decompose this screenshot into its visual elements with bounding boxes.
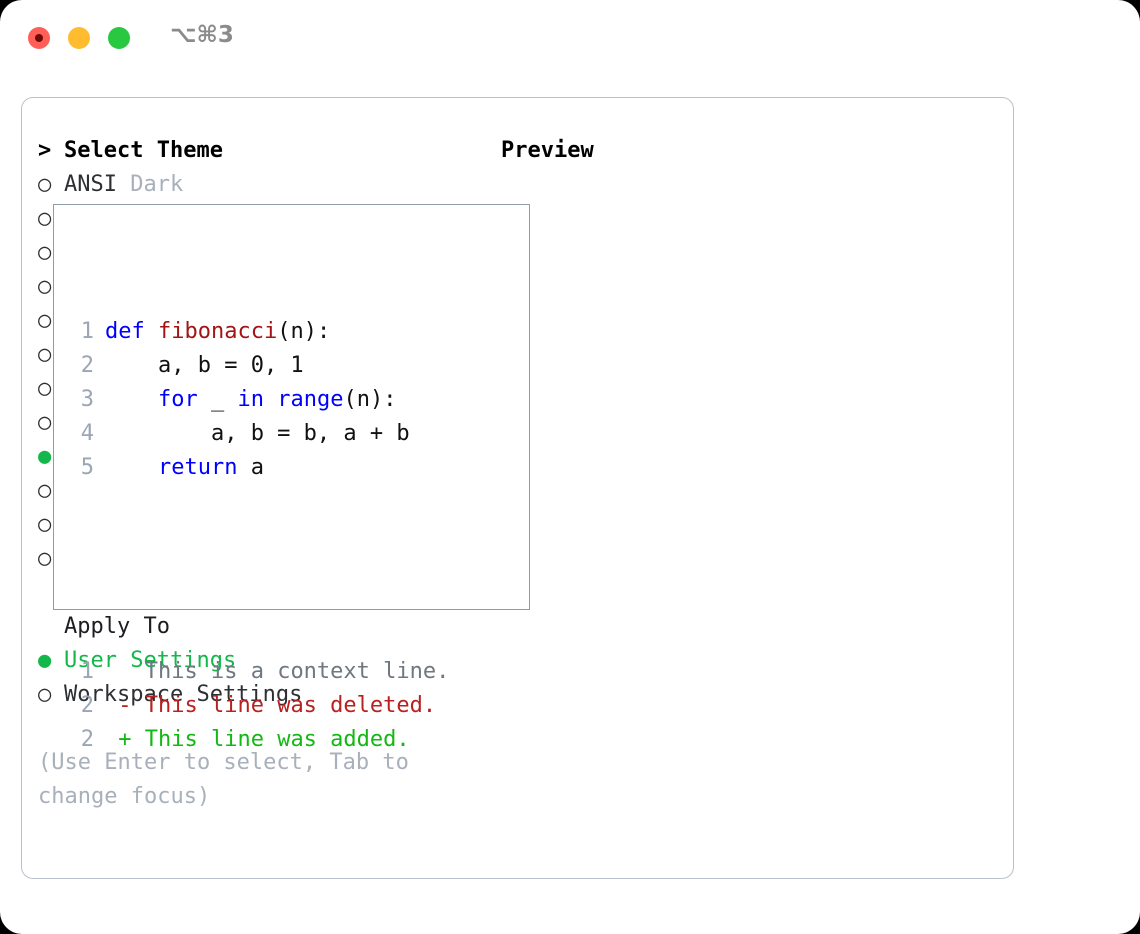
code-token: in [237, 387, 264, 412]
code-token: range [277, 387, 344, 412]
diff-sign [105, 659, 132, 684]
code-token: a, b = b, a + b [105, 421, 410, 446]
diff-line-number: 2 [80, 693, 94, 718]
code-token: for [157, 387, 198, 412]
radio-unselected-icon[interactable]: ○ [38, 172, 52, 197]
code-token [105, 455, 158, 480]
title-bar: ⌥⌘3 [0, 0, 1140, 76]
theme-option-kind: Dark [130, 172, 184, 197]
apply-to-option[interactable]: ○ Workspace Settings [38, 678, 488, 712]
code-token: fibonacci [158, 319, 278, 344]
radio-selected-icon[interactable]: ● [38, 648, 52, 673]
diff-sign: + [105, 727, 132, 752]
prompt-caret-icon: > [38, 138, 52, 163]
radio-unselected-icon[interactable]: ○ [38, 682, 52, 707]
diff-line: 2 - This line was deleted. [72, 689, 449, 723]
diff-text: This is a context line. [131, 659, 450, 684]
diff-line: 1 This is a context line. [72, 655, 450, 689]
code-token: def [105, 319, 145, 344]
radio-unselected-icon[interactable]: ○ [38, 206, 52, 231]
code-token [145, 319, 158, 344]
code-line-number: 2 [80, 353, 94, 378]
radio-unselected-icon[interactable]: ○ [38, 512, 52, 537]
diff-line-number: 1 [80, 659, 94, 684]
theme-picker-panel: >Select Theme○ANSI Dark○Atom One Dark○Ay… [21, 97, 1014, 879]
maximize-window-button[interactable] [108, 27, 130, 49]
code-line: 2 a, b = 0, 1 [72, 349, 449, 383]
diff-line-number: 2 [80, 727, 94, 752]
apply-to-option-label: User Settings [64, 648, 237, 673]
radio-unselected-icon[interactable]: ○ [38, 546, 52, 571]
radio-unselected-icon[interactable]: ○ [38, 376, 52, 401]
radio-unselected-icon[interactable]: ○ [38, 308, 52, 333]
code-token: a [237, 455, 264, 480]
code-diff-separator [72, 553, 449, 587]
radio-unselected-icon[interactable]: ○ [38, 410, 52, 435]
theme-option[interactable]: ○ ANSI Dark [38, 168, 488, 202]
code-line: 5 return a [72, 451, 449, 485]
radio-unselected-icon[interactable]: ○ [38, 478, 52, 503]
code-line-number: 4 [80, 421, 94, 446]
code-line: 3 for _ in range(n): [72, 383, 449, 417]
theme-list-header: > Select Theme [38, 134, 488, 168]
preview-title: Preview [501, 138, 594, 163]
code-token: return [157, 455, 238, 480]
radio-unselected-icon[interactable]: ○ [38, 240, 52, 265]
apply-to-option-label: Workspace Settings [64, 682, 303, 707]
apply-to-title: Apply To [64, 614, 170, 639]
diff-line: 2 + This line was added. [72, 723, 449, 757]
apply-to-option[interactable]: ● User Settings [38, 644, 488, 678]
diff-sign: - [105, 693, 132, 718]
keyboard-hint: (Use Enter to select, Tab to change focu… [38, 750, 423, 809]
code-token [105, 387, 158, 412]
radio-unselected-icon[interactable]: ○ [38, 274, 52, 299]
code-line-number: 1 [80, 319, 94, 344]
radio-unselected-icon[interactable]: ○ [38, 342, 52, 367]
code-line: 4 a, b = b, a + b [72, 417, 449, 451]
code-token: (n): [277, 319, 331, 344]
radio-selected-icon[interactable]: ● [38, 444, 52, 469]
close-window-button[interactable] [28, 27, 50, 49]
minimize-window-button[interactable] [68, 27, 90, 49]
window-title: ⌥⌘3 [170, 22, 234, 48]
code-token [264, 387, 277, 412]
diff-sample: 1 This is a context line.2 - This line w… [72, 655, 450, 757]
diff-text: This line was deleted. [131, 693, 437, 718]
code-line-number: 3 [80, 387, 94, 412]
code-line-number: 5 [80, 455, 94, 480]
apply-to-options[interactable]: ● User Settings ○ Workspace Settings [38, 644, 488, 712]
theme-list-header-label: Select Theme [64, 138, 223, 163]
code-token: (n): [343, 387, 397, 412]
code-token: _ [197, 387, 238, 412]
code-token: a, b = 0, 1 [105, 353, 304, 378]
code-line: 1 def fibonacci(n): [72, 315, 449, 349]
theme-option-name: ANSI [64, 172, 131, 197]
diff-text: This line was added. [131, 727, 410, 752]
preview-column: Preview [501, 134, 1001, 168]
